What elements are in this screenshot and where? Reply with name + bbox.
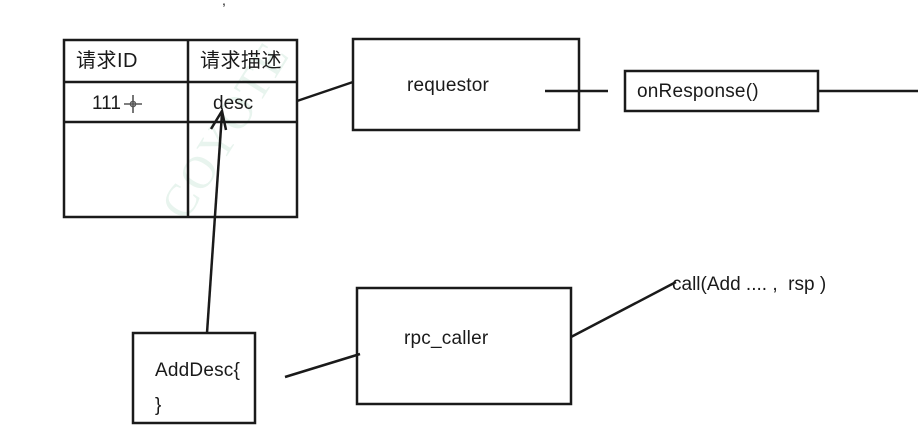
node-label-rpc-caller: rpc_caller <box>404 328 489 349</box>
crosshair-cursor-icon <box>124 95 142 113</box>
table-header-request-id: 请求ID <box>76 50 138 72</box>
node-box-requestor[interactable] <box>351 37 581 132</box>
request-table-grid <box>62 38 299 219</box>
connector-table-to-requestor <box>296 80 354 103</box>
connector-add-desc-to-desc <box>205 112 224 334</box>
arrowhead-add-desc-to-desc <box>209 107 228 131</box>
edge-label-call: call(Add .... , rsp ) <box>672 274 827 295</box>
node-label-add-desc-open: AddDesc{ <box>155 360 241 381</box>
node-label-requestor: requestor <box>407 75 490 96</box>
node-label-on-response: onResponse() <box>637 81 759 102</box>
connector-rpc-caller-to-call-label <box>570 280 677 339</box>
table-header-request-desc: 请求描述 <box>200 50 282 72</box>
table-cell-request-id[interactable]: 111 <box>92 93 121 114</box>
connector-add-desc-to-rpc-caller <box>284 352 361 379</box>
node-box-add-desc[interactable] <box>131 331 257 425</box>
top-text-fragment: , <box>222 0 226 8</box>
node-box-rpc-caller[interactable] <box>355 286 573 406</box>
table-cell-request-desc[interactable]: desc <box>213 93 254 114</box>
node-label-add-desc-close: } <box>155 395 162 416</box>
table-outline <box>62 38 299 219</box>
